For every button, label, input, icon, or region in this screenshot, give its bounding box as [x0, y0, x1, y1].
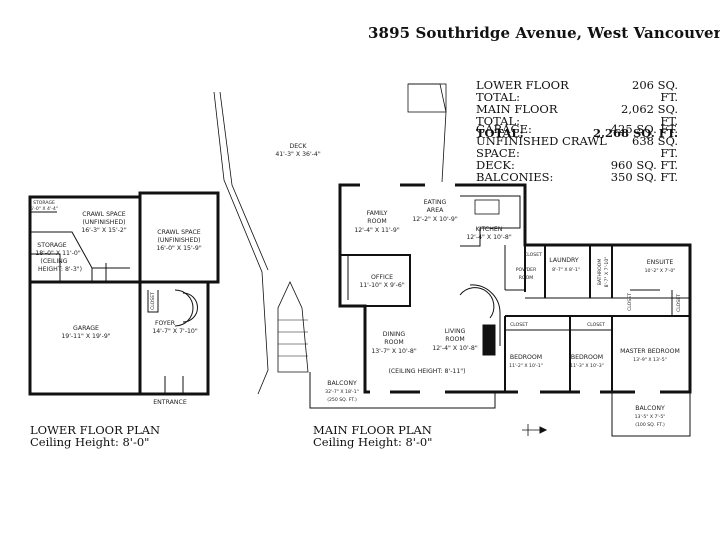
- room-foyer: FOYER: [155, 320, 176, 327]
- svg-text:19'-11" X 19'-9": 19'-11" X 19'-9": [61, 333, 110, 340]
- room-closet-3: CLOSET: [676, 294, 682, 312]
- totals-row: TOTAL:2,268 SQ. FT.: [476, 126, 678, 140]
- room-deck: DECK: [289, 143, 307, 150]
- room-living: LIVING: [445, 328, 466, 335]
- room-bedroom-2: BEDROOM: [571, 354, 603, 361]
- lower-floor-labels: STORAGE 5'-0" X 4'-4" CRAWL SPACE (UNFIN…: [30, 200, 202, 406]
- room-kitchen: KITCHEN: [476, 226, 503, 233]
- svg-text:8'-7" X 8'-1": 8'-7" X 8'-1": [552, 267, 580, 273]
- svg-text:12'-4" X 11'-9": 12'-4" X 11'-9": [354, 227, 400, 234]
- svg-text:(UNFINISHED): (UNFINISHED): [82, 219, 125, 226]
- svg-text:HEIGHT: 8'-3"): HEIGHT: 8'-3"): [38, 266, 82, 273]
- living-ceiling-note: (CEILING HEIGHT: 8'-11"): [388, 368, 465, 375]
- room-closet-2: CLOSET: [587, 322, 605, 328]
- property-address: 3895 Southridge Avenue, West Vancouver, …: [368, 24, 720, 42]
- svg-text:12'-2" X 10'-9": 12'-2" X 10'-9": [412, 216, 458, 223]
- area-row: GARAGE:425 SQ. FT.: [476, 122, 678, 136]
- room-crawl-space-2: CRAWL SPACE: [157, 229, 201, 236]
- room-entrance: ENTRANCE: [153, 399, 187, 406]
- svg-text:10'-2" X 7'-0": 10'-2" X 7'-0": [645, 268, 676, 274]
- room-laundry: LAUNDRY: [549, 257, 579, 264]
- svg-text:AREA: AREA: [427, 207, 444, 214]
- room-office: OFFICE: [371, 274, 393, 281]
- svg-text:ROOM: ROOM: [367, 218, 386, 225]
- area-row: DECK:960 SQ. FT.: [476, 158, 678, 172]
- svg-text:11'-3" X 10'-3": 11'-3" X 10'-3": [570, 363, 604, 369]
- totals-row: MAIN FLOOR TOTAL:2,062 SQ. FT.: [476, 102, 678, 128]
- svg-text:(250 SQ. FT.): (250 SQ. FT.): [327, 397, 357, 403]
- svg-text:(CEILING: (CEILING: [40, 258, 67, 265]
- svg-text:ROOM: ROOM: [519, 275, 533, 281]
- room-powder: POWDER: [516, 267, 537, 273]
- compass-icon: [522, 424, 548, 436]
- room-closet-lower: CLOSET: [150, 292, 156, 310]
- room-closet-1: CLOSET: [510, 322, 528, 328]
- svg-text:16'-0" X 15'-9": 16'-0" X 15'-9": [156, 245, 202, 252]
- svg-text:12'-4" X 10'-8": 12'-4" X 10'-8": [432, 345, 478, 352]
- main-floor-title: MAIN FLOOR PLAN Ceiling Height: 8'-0": [313, 423, 433, 449]
- svg-text:14'-7" X 7'-10": 14'-7" X 7'-10": [152, 328, 198, 335]
- area-row: BALCONIES:350 SQ. FT.: [476, 170, 678, 184]
- room-storage-small: STORAGE: [33, 200, 55, 206]
- totals-row: LOWER FLOOR TOTAL:206 SQ. FT.: [476, 78, 678, 104]
- svg-text:41'-3" X 36'-4": 41'-3" X 36'-4": [275, 151, 321, 158]
- room-master-bedroom: MASTER BEDROOM: [620, 348, 680, 355]
- svg-text:32'-7" X 18'-1": 32'-7" X 18'-1": [325, 389, 359, 395]
- deck-outline: [213, 83, 447, 395]
- room-ensuite: ENSUITE: [647, 259, 674, 266]
- area-breakdown: GARAGE:425 SQ. FT. UNFINISHED CRAWL SPAC…: [476, 123, 678, 183]
- room-closet-5: CLOSET: [524, 252, 542, 258]
- svg-text:16'-3" X 15'-2": 16'-3" X 15'-2": [81, 227, 127, 234]
- area-row: UNFINISHED CRAWL SPACE:638 SQ. FT.: [476, 134, 678, 160]
- svg-text:11'-10" X 9'-6": 11'-10" X 9'-6": [359, 282, 405, 289]
- svg-text:13'-7" X 10'-8": 13'-7" X 10'-8": [371, 348, 417, 355]
- room-bedroom-1: BEDROOM: [510, 354, 542, 361]
- svg-text:(UNFINISHED): (UNFINISHED): [157, 237, 200, 244]
- room-balcony-1: BALCONY: [327, 380, 357, 387]
- room-crawl-space-1: CRAWL SPACE: [82, 211, 126, 218]
- svg-text:ROOM: ROOM: [384, 339, 403, 346]
- svg-text:13'-5" X 7'-5": 13'-5" X 7'-5": [635, 414, 666, 420]
- room-eating-area: EATING: [424, 199, 447, 206]
- svg-text:8'-7" X 7'-10": 8'-7" X 7'-10": [604, 257, 610, 288]
- room-storage: STORAGE: [37, 242, 67, 249]
- floor-totals: LOWER FLOOR TOTAL:206 SQ. FT. MAIN FLOOR…: [476, 79, 678, 139]
- svg-text:12'-4" X 10'-8": 12'-4" X 10'-8": [466, 234, 512, 241]
- lower-floor-walls: [28, 191, 220, 396]
- svg-text:(100 SQ. FT.): (100 SQ. FT.): [635, 422, 665, 428]
- main-floor-labels: DECK 41'-3" X 36'-4" FAMILY ROOM 12'-4" …: [275, 143, 682, 428]
- svg-text:5'-0" X 4'-4": 5'-0" X 4'-4": [30, 206, 58, 212]
- svg-text:ROOM: ROOM: [445, 336, 464, 343]
- main-floor-walls: [309, 183, 692, 437]
- svg-text:13'-9" X 13'-5": 13'-9" X 13'-5": [633, 357, 667, 363]
- svg-text:18'-0" X 11'-0": 18'-0" X 11'-0": [35, 250, 81, 257]
- room-dining: DINING: [383, 331, 406, 338]
- room-garage: GARAGE: [73, 325, 99, 332]
- room-closet-4: CLOSET: [627, 293, 633, 311]
- room-family: FAMILY: [367, 210, 388, 217]
- room-balcony-2: BALCONY: [635, 405, 665, 412]
- svg-text:11'-2" X 10'-1": 11'-2" X 10'-1": [509, 363, 543, 369]
- lower-floor-title: LOWER FLOOR PLAN Ceiling Height: 8'-0": [30, 423, 161, 449]
- room-bathroom: BATHROOM: [597, 259, 603, 286]
